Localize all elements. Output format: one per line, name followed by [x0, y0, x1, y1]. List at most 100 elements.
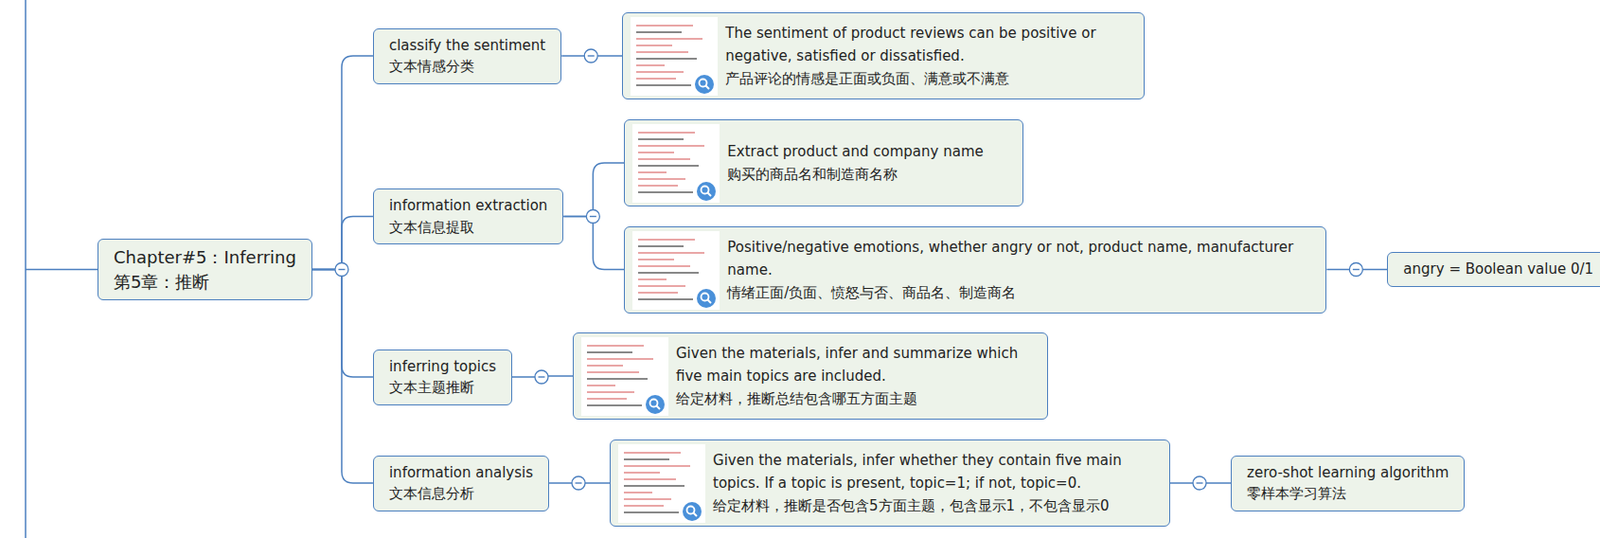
thumbnail-ground	[618, 444, 706, 523]
zoom-icon	[696, 288, 716, 308]
code-thumbnail	[581, 337, 669, 416]
branch-connector	[1170, 481, 1231, 484]
code-line	[638, 138, 684, 141]
code-line	[638, 144, 705, 147]
code-line	[638, 171, 667, 174]
code-line	[586, 351, 633, 354]
code-line	[586, 404, 642, 407]
code-line	[623, 471, 660, 474]
detail-note: Given the materials, infer and summarize…	[572, 332, 1049, 420]
node-sublabel: 文本情感分类	[389, 55, 546, 78]
collapse-minus	[537, 375, 545, 377]
collapse-toggle	[335, 263, 349, 277]
node-sublabel: 零样本学习算法	[1246, 482, 1449, 505]
node-sublabel: 第5章：推断	[113, 269, 297, 294]
detail-note: The sentiment of product reviews can be …	[622, 12, 1145, 100]
node-sublabel: 给定材料，推断是否包含5方面主题，包含显示1，不包含显示0	[712, 494, 1158, 517]
zoom-icon	[694, 74, 714, 94]
branch-connector	[563, 162, 624, 217]
branch-topic: information extraction文本信息提取	[373, 188, 564, 245]
text-group: classify the sentiment文本情感分类	[389, 35, 546, 78]
detail-note: Given the materials, infer whether they …	[609, 439, 1171, 527]
collapse-minus	[337, 268, 345, 270]
code-line	[623, 484, 685, 487]
node-label: inferring topics	[389, 355, 497, 378]
code-line	[638, 258, 675, 261]
text-group: Extract product and company name购买的商品名和制…	[727, 140, 1012, 186]
text-group: information extraction文本信息提取	[389, 195, 548, 238]
leaf-note: zero-shot learning algorithm零样本学习算法	[1230, 455, 1465, 512]
code-line	[638, 131, 695, 134]
code-line	[638, 291, 678, 294]
collapse-minus	[1352, 268, 1360, 270]
branch-connector	[1326, 268, 1387, 271]
zoom-lens	[687, 506, 695, 515]
code-line	[586, 357, 654, 360]
node-label: Given the materials, infer and summarize…	[675, 341, 1036, 388]
code-line	[638, 251, 705, 254]
text-group: Chapter#5：Inferring第5章：推断	[113, 245, 297, 293]
code-line	[586, 377, 648, 380]
node-label: Positive/negative emotions, whether angr…	[727, 235, 1315, 282]
collapse-toggle	[584, 49, 598, 63]
code-thumbnail	[618, 444, 706, 523]
zoom-lens	[699, 79, 708, 88]
zoom-icon	[645, 394, 665, 414]
code-line	[638, 284, 686, 287]
branch-connector	[312, 55, 374, 270]
node-label: zero-shot learning algorithm	[1246, 462, 1449, 484]
text-group: Given the materials, infer and summarize…	[675, 341, 1036, 410]
branch-topic: inferring topics文本主题推断	[373, 349, 513, 406]
zoom-handle	[706, 86, 711, 90]
code-thumbnail	[632, 231, 720, 310]
zoom-icon	[682, 501, 702, 521]
code-line	[638, 158, 691, 160]
node-sublabel: 文本主题推断	[389, 376, 497, 399]
code-line	[638, 245, 684, 248]
node-sublabel: 给定材料，推断总结包含哪五方面主题	[675, 387, 1036, 410]
code-line	[636, 77, 676, 80]
code-line	[638, 298, 694, 301]
code-line	[623, 491, 653, 494]
text-group: The sentiment of product reviews can be …	[725, 21, 1133, 90]
text-group: Positive/negative emotions, whether angr…	[727, 235, 1315, 304]
thumbnail-ground	[632, 231, 720, 310]
branch-connector	[549, 481, 610, 484]
branch-connector	[312, 269, 374, 484]
collapse-minus	[589, 215, 597, 217]
zoom-lens	[701, 292, 710, 301]
zoom-icon	[696, 181, 716, 201]
text-group: angry = Boolean value 0/1	[1403, 258, 1594, 281]
collapse-minus	[575, 481, 583, 483]
code-line	[586, 371, 640, 374]
text-group: Given the materials, infer whether they …	[712, 448, 1158, 517]
node-label: Given the materials, infer whether they …	[712, 448, 1158, 495]
node-label: angry = Boolean value 0/1	[1403, 258, 1594, 281]
branch-connector	[561, 54, 623, 57]
node-label: Extract product and company name	[727, 140, 1012, 163]
text-group: inferring topics文本主题推断	[389, 355, 497, 399]
thumbnail-ground	[632, 124, 720, 203]
collapse-minus	[1196, 481, 1204, 483]
node-sublabel: 情绪正面/负面、愤怒与否、商品名、制造商名	[727, 281, 1315, 304]
branch-connector	[312, 216, 374, 270]
detail-note: Positive/negative emotions, whether angr…	[623, 226, 1327, 314]
code-line	[586, 391, 635, 393]
zoom-handle	[708, 299, 712, 303]
code-line	[638, 177, 686, 180]
code-line	[636, 24, 694, 27]
root-lead-line	[25, 268, 98, 271]
node-label: classify the sentiment	[389, 35, 546, 57]
node-sublabel: 产品评论的情感是正面或负面、满意或不满意	[725, 67, 1133, 90]
code-line	[636, 44, 673, 47]
detail-note: Extract product and company name购买的商品名和制…	[623, 119, 1024, 207]
code-line	[636, 84, 692, 87]
branch-connector	[563, 216, 624, 270]
code-line	[623, 478, 676, 480]
node-sublabel: 文本信息提取	[389, 216, 548, 239]
code-line	[636, 31, 682, 34]
node-label: information analysis	[389, 462, 534, 484]
zoom-handle	[708, 193, 712, 197]
thumbnail-ground	[630, 17, 718, 96]
